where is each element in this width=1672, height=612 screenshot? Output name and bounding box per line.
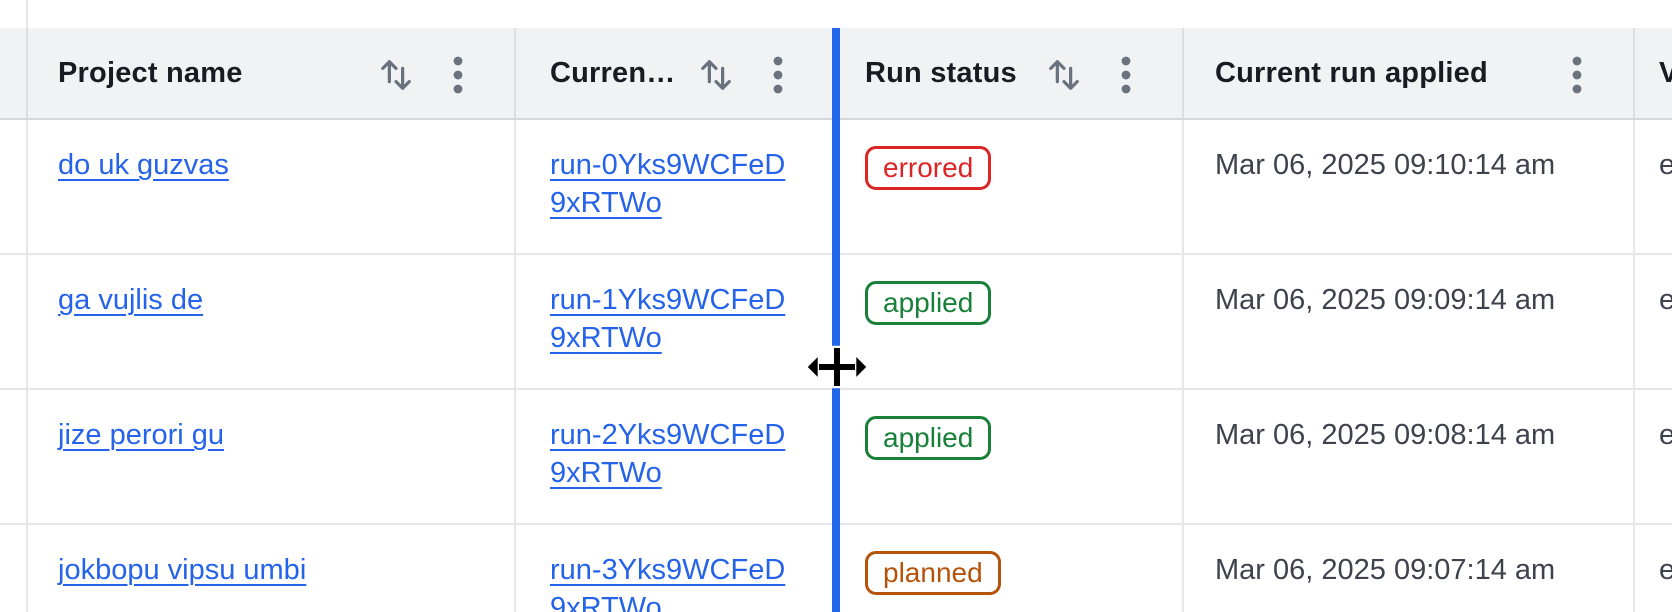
clipped-cell: e (1635, 255, 1672, 388)
status-badge: applied (865, 416, 992, 460)
row-gutter-cell (0, 255, 28, 388)
run-status-cell: planned (836, 525, 1184, 612)
status-badge: applied (865, 281, 992, 325)
column-menu-kebab-icon[interactable] (1571, 55, 1583, 95)
applied-timestamp: Mar 06, 2025 09:10:14 am (1215, 149, 1556, 181)
current-run-applied-cell: Mar 06, 2025 09:07:14 am (1184, 525, 1635, 612)
header-gutter-cell (0, 28, 28, 118)
current-run-cell: run-3Yks9WCFeD9xRTWo (516, 525, 836, 612)
sort-icon[interactable] (1046, 54, 1082, 96)
col-resize-cursor-icon (805, 345, 869, 389)
project-link[interactable]: jokbopu vipsu umbi (58, 554, 307, 586)
clipped-cell: e (1635, 390, 1672, 523)
run-link[interactable]: run-2Yks9WCFeD9xRTWo (550, 419, 786, 489)
current-run-cell: run-2Yks9WCFeD9xRTWo (516, 390, 836, 523)
column-label: Current run applied (1215, 56, 1488, 89)
current-run-applied-cell: Mar 06, 2025 09:09:14 am (1184, 255, 1635, 388)
run-link[interactable]: run-3Yks9WCFeD9xRTWo (550, 554, 786, 612)
gutter-border (26, 0, 28, 28)
current-run-applied-cell: Mar 06, 2025 09:10:14 am (1184, 120, 1635, 253)
project-name-cell: jize perori gu (28, 390, 516, 523)
row-gutter-cell (0, 390, 28, 523)
status-badge: planned (865, 551, 1001, 595)
clipped-cell-text: e (1659, 419, 1672, 451)
column-label: Run status (865, 56, 1017, 89)
project-link[interactable]: jize perori gu (58, 419, 225, 451)
sort-icon[interactable] (698, 54, 734, 96)
column-header-current-run[interactable]: Curren… (516, 28, 836, 118)
project-name-cell: do uk guzvas (28, 120, 516, 253)
column-header-clipped[interactable]: V (1635, 28, 1672, 118)
applied-timestamp: Mar 06, 2025 09:08:14 am (1215, 419, 1556, 451)
project-name-cell: ga vujlis de (28, 255, 516, 388)
run-link[interactable]: run-1Yks9WCFeD9xRTWo (550, 284, 786, 354)
row-gutter-cell (0, 525, 28, 612)
status-badge: errored (865, 146, 992, 190)
clipped-cell-text: e (1659, 149, 1672, 181)
run-status-cell: applied (836, 255, 1184, 388)
column-label: Curren… (550, 56, 676, 89)
run-status-cell: errored (836, 120, 1184, 253)
current-run-cell: run-0Yks9WCFeD9xRTWo (516, 120, 836, 253)
column-menu-kebab-icon[interactable] (772, 55, 784, 95)
project-name-cell: jokbopu vipsu umbi (28, 525, 516, 612)
run-link[interactable]: run-0Yks9WCFeD9xRTWo (550, 149, 786, 219)
applied-timestamp: Mar 06, 2025 09:07:14 am (1215, 554, 1556, 586)
project-link[interactable]: do uk guzvas (58, 149, 229, 181)
column-label: Project name (58, 56, 243, 89)
clipped-cell: e (1635, 120, 1672, 253)
applied-timestamp: Mar 06, 2025 09:09:14 am (1215, 284, 1556, 316)
current-run-applied-cell: Mar 06, 2025 09:08:14 am (1184, 390, 1635, 523)
column-header-current-run-applied[interactable]: Current run applied (1184, 28, 1635, 118)
column-header-project-name[interactable]: Project name (28, 28, 516, 118)
current-run-cell: run-1Yks9WCFeD9xRTWo (516, 255, 836, 388)
clipped-cell-text: e (1659, 284, 1672, 316)
column-label: V (1659, 56, 1672, 89)
clipped-cell: e (1635, 525, 1672, 612)
clipped-cell-text: e (1659, 554, 1672, 586)
run-status-cell: applied (836, 390, 1184, 523)
column-menu-kebab-icon[interactable] (452, 55, 464, 95)
column-menu-kebab-icon[interactable] (1120, 55, 1132, 95)
column-header-run-status[interactable]: Run status (836, 28, 1184, 118)
row-gutter-cell (0, 120, 28, 253)
table-row: jokbopu vipsu umbi run-3Yks9WCFeD9xRTWo … (0, 525, 1672, 612)
sort-icon[interactable] (378, 54, 414, 96)
project-link[interactable]: ga vujlis de (58, 284, 204, 316)
column-resize-indicator[interactable] (832, 28, 840, 612)
